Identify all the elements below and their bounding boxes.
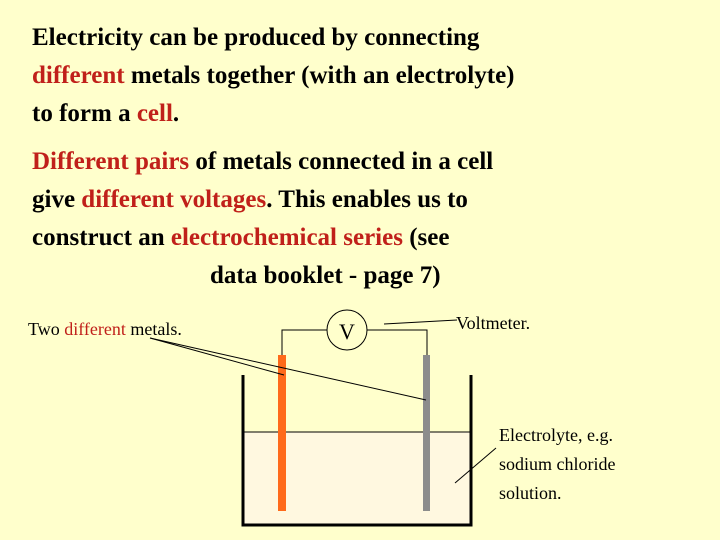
intro-line-2: metals together (with an electrolyte) bbox=[124, 62, 515, 89]
series-paragraph: Different pairs of metals connected in a… bbox=[32, 143, 493, 295]
metal-electrode-right bbox=[423, 355, 430, 511]
metals-label-different: different bbox=[64, 319, 126, 339]
metals-label-pre: Two bbox=[28, 319, 65, 339]
metal-electrode-left bbox=[278, 355, 286, 511]
pointer-metal-left bbox=[149, 337, 285, 376]
electrolyte-label-line-2: sodium chloride bbox=[499, 454, 616, 474]
electrochemical-series-highlight: electrochemical series bbox=[170, 224, 403, 251]
intro-paragraph: Electricity can be produced by connectin… bbox=[32, 19, 515, 133]
electrolyte-label-line-3: solution. bbox=[499, 483, 562, 503]
intro-line-3-end: . bbox=[172, 100, 180, 127]
voltmeter-label: Voltmeter. bbox=[456, 313, 531, 333]
wire-right bbox=[367, 329, 428, 355]
different-voltages-highlight: different voltages bbox=[81, 186, 267, 213]
series-line-3c: (see bbox=[402, 224, 450, 251]
voltmeter-symbol: V bbox=[339, 319, 355, 344]
intro-line-1: Electricity can be produced by connectin… bbox=[32, 24, 480, 51]
cell-highlight: cell bbox=[136, 100, 173, 127]
intro-line-3: to form a bbox=[32, 100, 137, 127]
beaker bbox=[241, 375, 473, 527]
series-line-1: of metals connected in a cell bbox=[189, 148, 494, 175]
electrolyte-solution bbox=[244, 432, 470, 525]
metals-label: Two different metals. bbox=[28, 318, 182, 341]
different-pairs-highlight: Different pairs bbox=[32, 148, 190, 175]
metals-label-post: metals. bbox=[125, 319, 182, 339]
pointer-metal-right bbox=[149, 337, 427, 401]
wire-left bbox=[281, 329, 327, 355]
electrolyte-label-line-1: Electrolyte, e.g. bbox=[499, 425, 613, 445]
voltmeter-circle bbox=[326, 309, 368, 351]
series-line-4: data booklet - page 7) bbox=[210, 262, 441, 289]
pointer-voltmeter bbox=[383, 319, 458, 325]
series-line-2c: . This enables us to bbox=[266, 186, 468, 213]
pointer-electrolyte bbox=[454, 447, 497, 484]
series-line-2a: give bbox=[32, 186, 82, 213]
series-line-3a: construct an bbox=[32, 224, 171, 251]
different-highlight: different bbox=[32, 62, 125, 89]
electrolyte-label: Electrolyte, e.g. sodium chloride soluti… bbox=[499, 421, 615, 508]
